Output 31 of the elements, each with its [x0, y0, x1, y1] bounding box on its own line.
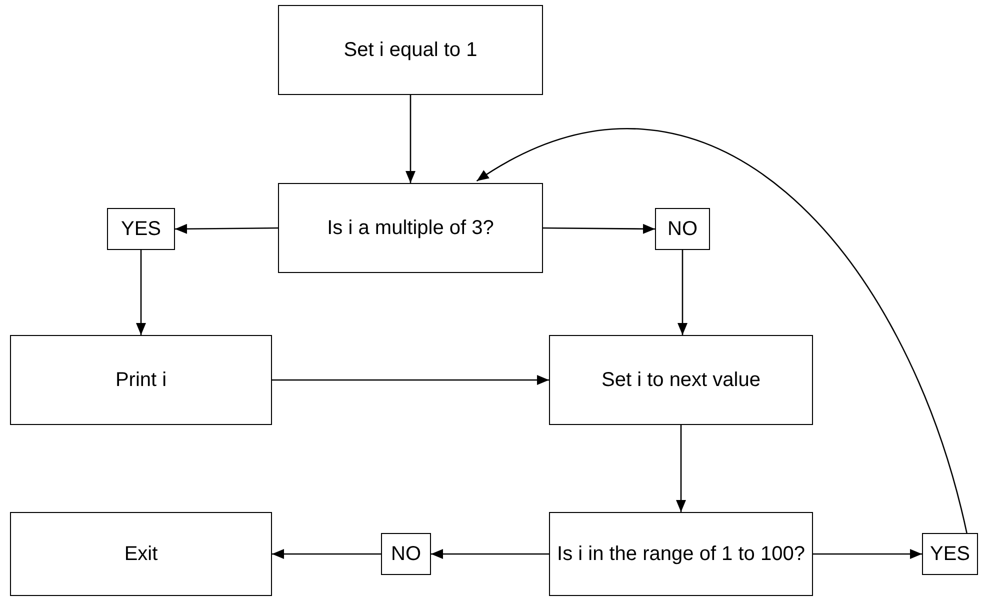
arrow [272, 375, 549, 385]
process-box [549, 335, 813, 425]
decision-box [549, 512, 813, 596]
arrow [676, 425, 686, 512]
node-text: Exit [123, 542, 159, 566]
node-text: NO [668, 218, 698, 240]
node-text: Print i [114, 368, 168, 392]
node-text: Set i equal to 1 [342, 38, 478, 62]
arrow [175, 224, 278, 234]
node-text: NO [391, 542, 421, 566]
arrow [476, 128, 968, 534]
node-text: Set i to next value [600, 368, 762, 392]
arrow [406, 95, 416, 183]
answer-box [107, 208, 175, 250]
answer-box [655, 208, 710, 250]
process-box [10, 512, 272, 596]
arrow [136, 250, 146, 335]
node-text: Is i in the range of 1 to 100? [556, 542, 806, 566]
process-box [278, 5, 543, 95]
arrow [813, 549, 922, 559]
decision-box [278, 183, 543, 273]
node-text: Is i a multiple of 3? [326, 216, 495, 240]
node-text: YES [930, 542, 970, 566]
arrow [678, 250, 688, 335]
arrow [272, 549, 381, 559]
node-text: YES [120, 218, 162, 240]
arrow [543, 224, 655, 234]
answer-box [922, 533, 978, 575]
answer-box [381, 533, 431, 575]
arrow [431, 549, 549, 559]
process-box [10, 335, 272, 425]
